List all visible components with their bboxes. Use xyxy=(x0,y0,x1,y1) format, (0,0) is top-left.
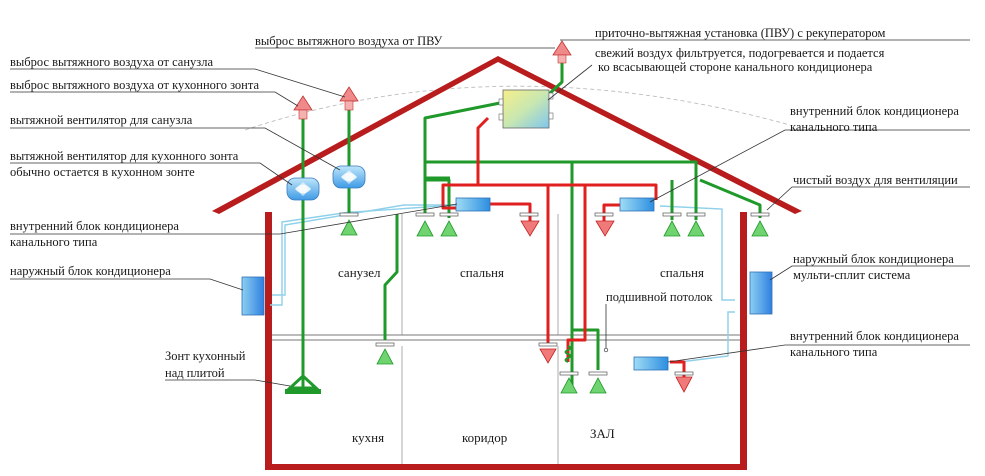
label-hood-fan-2: обычно остается в кухонном зонте xyxy=(10,165,195,179)
label-false-ceiling: подшивной потолок xyxy=(606,290,714,304)
label-pvu-exhaust: выброс вытяжного воздуха от ПВУ xyxy=(255,34,442,48)
leader-indoor-left xyxy=(10,203,458,235)
pvu-unit xyxy=(502,89,550,129)
label-outdoor-right-1: наружный блок кондиционера xyxy=(793,252,954,266)
label-pvu-1: приточно-вытяжная установка (ПВУ) с реку… xyxy=(595,26,885,40)
leader-indoor-right xyxy=(649,129,970,203)
red-arrows xyxy=(520,220,693,393)
refrigerant-line-right xyxy=(659,205,735,301)
outdoor-unit-left xyxy=(241,276,265,316)
label-indoor-bottom-1: внутренний блок кондиционера xyxy=(790,329,959,343)
label-hood-2: над плитой xyxy=(165,366,225,380)
leader-clean-air xyxy=(766,186,970,211)
label-indoor-bottom-2: канального типа xyxy=(790,345,878,359)
label-indoor-left-2: канального типа xyxy=(10,235,98,249)
exhaust-cone-kitchen-icon xyxy=(293,95,313,111)
false-ceiling-marker xyxy=(603,347,609,353)
leader-bath-exhaust xyxy=(10,68,346,98)
pvu-port-1 xyxy=(498,98,504,106)
red-to-right-unit xyxy=(478,183,658,200)
leader-hood xyxy=(165,379,291,387)
label-indoor-right-2: канального типа xyxy=(790,120,878,134)
green-kitchen-supply xyxy=(383,214,399,340)
label-bath-fan: вытяжной вентилятор для санузла xyxy=(10,113,193,127)
hood-body xyxy=(286,373,320,390)
wall-left xyxy=(265,212,272,470)
green-arrows xyxy=(340,219,769,394)
room-hall: ЗАЛ xyxy=(590,426,615,441)
indoor-unit-left xyxy=(455,197,491,212)
label-outdoor-right-2: мульти-сплит система xyxy=(793,268,911,282)
refrigerant-line-bottom xyxy=(679,311,735,363)
green-hall-supply xyxy=(572,328,600,370)
leader-outdoor-right xyxy=(769,265,970,281)
label-hood-fan-1: вытяжной вентилятор для кухонного зонта xyxy=(10,149,239,163)
label-kitchen-exhaust: выброс вытяжного воздуха от кухонного зо… xyxy=(10,78,259,92)
leader-hood-fan xyxy=(10,162,293,186)
pvu-exhaust-duct xyxy=(546,62,564,97)
exhaust-cone-bath-icon xyxy=(339,86,359,102)
label-pvu-3: ко всасывающей стороне канального кондиц… xyxy=(598,60,873,74)
red-bottom-unit-out xyxy=(670,360,686,378)
pvu-port-2 xyxy=(498,113,504,121)
room-corridor: коридор xyxy=(462,430,507,445)
attic-arc xyxy=(244,85,791,131)
room-bedroom-left: спальня xyxy=(460,265,504,280)
leader-pvu-unit xyxy=(547,64,593,101)
spring-icon xyxy=(564,345,572,363)
leader-outdoor-left xyxy=(10,278,244,291)
pvu-fresh-duct-left xyxy=(423,100,506,214)
indoor-unit-bottom xyxy=(633,356,669,371)
diffusers xyxy=(339,212,770,376)
room-kitchen: кухня xyxy=(352,430,384,445)
room-bedroom-right: спальня xyxy=(660,265,704,280)
hood-fan-icon xyxy=(286,177,320,201)
label-hood-1: Зонт кухонный xyxy=(165,349,246,363)
red-pvu-to-left-unit xyxy=(441,116,490,210)
outdoor-unit-right xyxy=(749,271,773,315)
leader-bath-fan xyxy=(10,127,341,171)
leader-indoor-bottom xyxy=(667,344,970,363)
refrigerant-line-left-2 xyxy=(272,204,459,296)
red-left-unit-out xyxy=(490,202,532,225)
label-indoor-left-1: внутренний блок кондиционера xyxy=(10,219,179,233)
floor xyxy=(265,464,747,470)
indoor-unit-right xyxy=(619,197,655,212)
exhaust-cone-kitchen-base xyxy=(298,109,308,120)
label-pvu-2: свежий воздух фильтруется, подогревается… xyxy=(595,46,885,60)
leader-kitchen-exhaust xyxy=(10,91,299,107)
room-bathroom: санузел xyxy=(338,265,381,280)
wall-right xyxy=(740,212,747,470)
bath-fan-icon xyxy=(332,165,366,189)
hood-plate xyxy=(285,389,321,394)
green-main-right xyxy=(425,160,698,220)
label-outdoor-left: наружный блок кондиционера xyxy=(10,264,171,278)
exhaust-cone-pvu-icon xyxy=(552,40,572,56)
label-bath-exhaust: выброс вытяжного воздуха от санузла xyxy=(10,55,213,69)
exhaust-cone-bath-base xyxy=(344,100,354,111)
label-indoor-right-1: внутренний блок кондиционера xyxy=(790,104,959,118)
label-clean-air: чистый воздух для вентиляции xyxy=(793,173,958,187)
pvu-port-4 xyxy=(548,112,554,120)
exhaust-cone-pvu-base xyxy=(557,54,567,64)
